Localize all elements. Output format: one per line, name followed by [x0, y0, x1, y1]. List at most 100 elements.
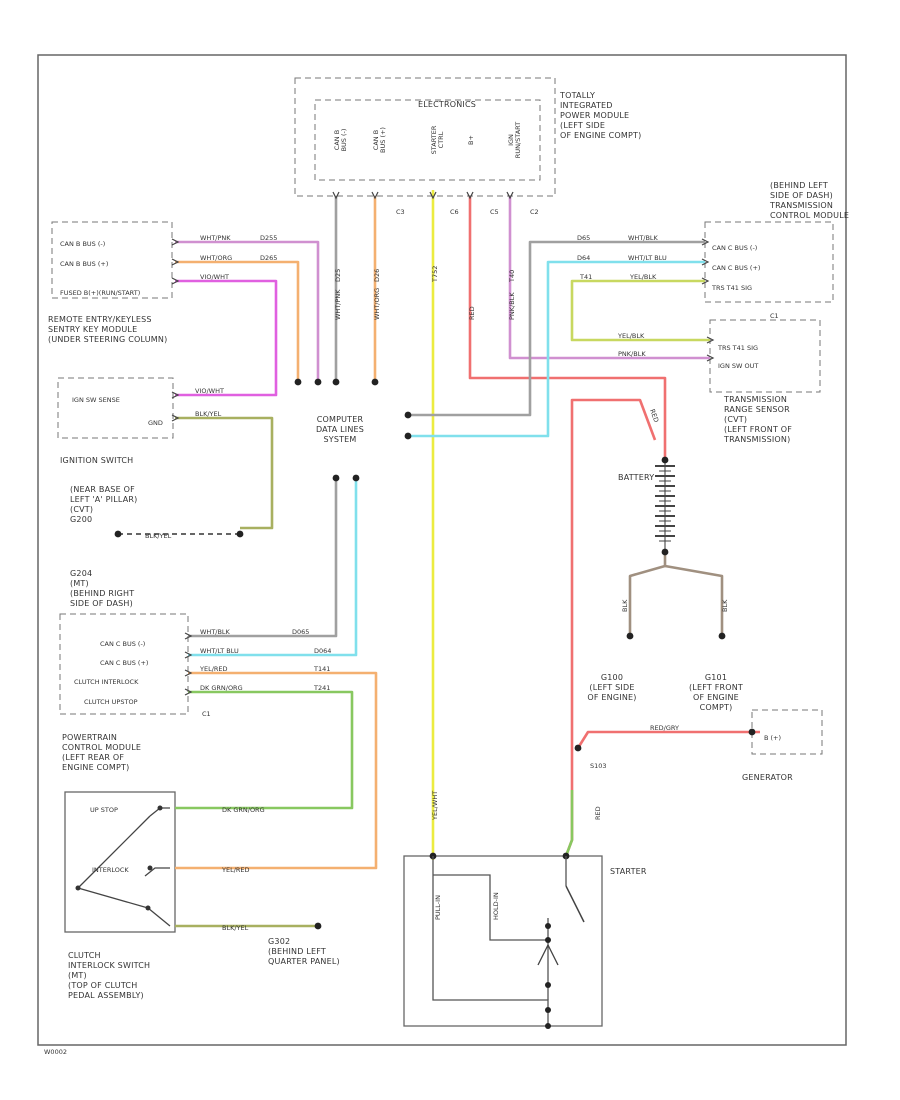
rke-wire-1: WHT/ORG [200, 254, 232, 262]
clutch-wire-1: YEL/RED [221, 866, 250, 874]
pcm-pin-label-3: CLUTCH UPSTOP [84, 698, 138, 706]
tipm-pin-4 [506, 191, 514, 200]
starter-feed-wire [564, 398, 657, 857]
electronics-label: ELECTRONICS [418, 100, 476, 109]
clutch-upstop-wire [175, 690, 354, 810]
tipm-connector-c3: C3 [396, 208, 405, 216]
tipm-outline [294, 77, 556, 197]
vertical-circuit-4: T40 [508, 270, 516, 283]
pcm-outline [59, 613, 189, 715]
pcm-pin-3 [184, 688, 193, 696]
cdls-terminal-0 [294, 378, 302, 386]
battery-positive-terminal [661, 456, 669, 464]
tcm-pin-label-2: TRS T41 SIG [711, 284, 752, 292]
rke-module-outline [51, 221, 173, 299]
rke-wire-2: VIO/WHT [200, 273, 229, 281]
ign-pin-label-0: IGN SW SENSE [72, 396, 120, 404]
cdls-terminal-3 [371, 378, 379, 386]
pcm-pin-1 [184, 651, 193, 659]
ground-wire-g101 [664, 564, 724, 636]
rke-wire-0: WHT/PNK [200, 234, 231, 242]
pcm-circuit-1: D064 [314, 647, 331, 655]
clutch-wire-0: DK GRN/ORG [222, 806, 265, 814]
pcm-connector-label: C1 [202, 710, 211, 718]
battery-positive-wire [468, 196, 667, 460]
pcm-circuit-3: T241 [313, 684, 330, 692]
pcm-pin-label-2: CLUTCH INTERLOCK [74, 678, 139, 686]
tipm-pin-3 [466, 191, 474, 200]
rke-pin-label-1: CAN B BUS (+) [60, 260, 108, 268]
ground-wire-label-1: BLK [721, 599, 729, 612]
rke-circuit-0: D255 [260, 234, 277, 242]
pcm-wire-1: WHT/LT BLU [200, 647, 239, 655]
ign-pin-label-1: GND [148, 419, 163, 427]
tipm-connector-c6: C6 [450, 208, 459, 216]
g302-ground-point [314, 922, 322, 930]
tipm-pin-label-3: B+ [467, 135, 475, 145]
vertical-wire-0: WHT/PNK [334, 289, 342, 320]
module-pin-left-1 [171, 258, 180, 266]
ground-wire-g100 [628, 552, 667, 636]
vertical-circuit-2: T752 [431, 266, 439, 283]
module-pin-left-0 [171, 238, 180, 246]
electronics-outline [314, 99, 541, 181]
tipm-pin-2 [429, 191, 437, 200]
tipm-pin-label-0: CAN BBUS (-) [333, 129, 348, 152]
component-boxes [51, 77, 834, 1027]
pcm-wire-0: WHT/BLK [200, 628, 231, 636]
g100-ground-point [626, 632, 634, 640]
generator-label: GENERATOR [742, 773, 793, 782]
vertical-circuit-0: D25 [334, 269, 342, 282]
pcm-pin-0 [184, 632, 193, 640]
diagram-frame [37, 54, 847, 1046]
tcm-pin-1 [701, 258, 710, 266]
tcm-pin-label-0: CAN C BUS (-) [712, 244, 757, 252]
tipm-pin-label-1: CAN BBUS (+) [372, 127, 387, 153]
trs-pin-1 [706, 354, 715, 362]
generator-feed-wire [576, 730, 760, 749]
rke-can-b-plus-wire [175, 260, 300, 380]
trs-wire-0: YEL/BLK [617, 332, 645, 340]
tcm-wire-2: YEL/BLK [629, 273, 657, 281]
trs-outline [709, 319, 821, 393]
pcm-can-c-plus-wire [188, 480, 358, 657]
g200-wire-label: BLK/YEL [145, 532, 172, 540]
s103-splice [574, 744, 582, 752]
ignition-ground-wire [175, 416, 274, 530]
s103-label: S103 [590, 762, 607, 770]
module-pin-left-3 [171, 391, 180, 399]
clutch-switch-contacts [75, 805, 171, 927]
tipm-pin-0 [332, 191, 340, 200]
clutch-wire-2: BLK/YEL [222, 924, 249, 932]
tipm-pin-label-4: IGNRUN/START [507, 122, 522, 158]
g200-ground-point [114, 530, 122, 538]
tcm-circuit-2: T41 [579, 273, 592, 281]
figure-id: W0002 [44, 1048, 67, 1056]
starter-wire-label: RED [594, 806, 602, 820]
clutch-switch-outline [64, 791, 176, 933]
cdls-terminal-pcm-minus [332, 474, 340, 482]
tcm-can-c-minus-wire [408, 240, 705, 417]
tcm-circuit-1: D64 [577, 254, 590, 262]
pcm-pin-2 [184, 669, 193, 677]
starter-coil-label: PULL-IN [434, 895, 442, 920]
tipm-connector-c5: C5 [490, 208, 499, 216]
tcm-wire-1: WHT/LT BLU [628, 254, 667, 262]
tipm-connector-c2: C2 [530, 208, 539, 216]
tipm-pin-label-2: STARTERCTRL [430, 125, 445, 154]
vertical-wire-1: WHT/ORG [373, 288, 381, 320]
starter-hold-label: HOLD-IN [492, 892, 500, 920]
cdls-terminal-can-c-minus [404, 411, 412, 419]
battery-symbol [655, 460, 675, 552]
